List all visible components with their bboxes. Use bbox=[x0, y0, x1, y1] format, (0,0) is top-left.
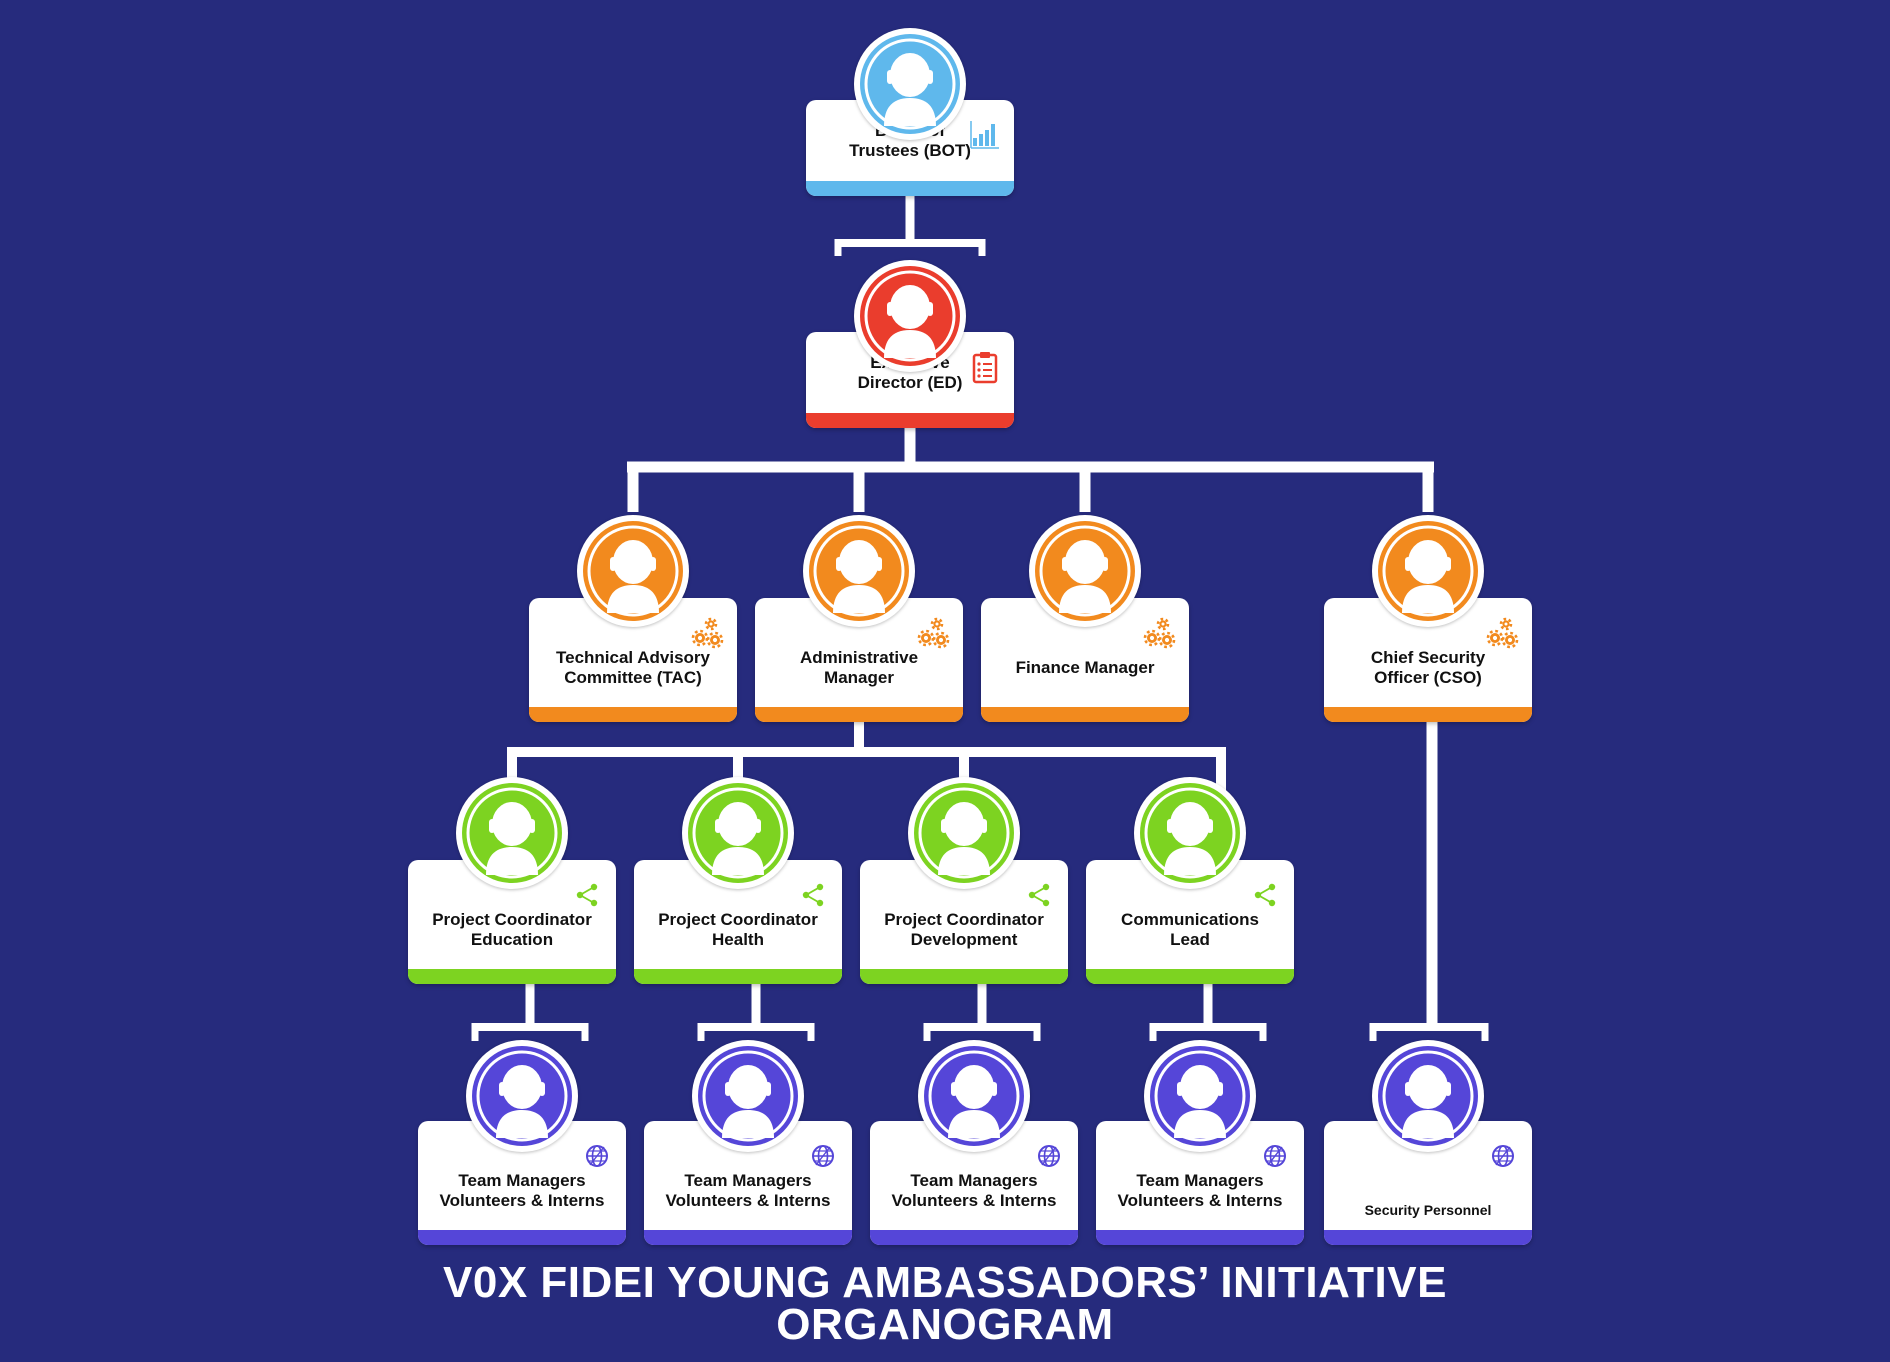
node-label: Team Managers Volunteers & Interns bbox=[665, 1170, 831, 1210]
node-label: Finance Manager bbox=[1015, 657, 1155, 677]
title-line-2: ORGANOGRAM bbox=[776, 1300, 1114, 1349]
node-color-bar bbox=[1324, 707, 1532, 722]
bar-chart-icon bbox=[968, 118, 1002, 152]
person-avatar-icon bbox=[577, 515, 689, 627]
node-card: Administrative Manager bbox=[755, 598, 963, 722]
person-avatar-icon bbox=[1134, 777, 1246, 889]
globe-icon bbox=[580, 1139, 614, 1173]
node-label: Team Managers Volunteers & Interns bbox=[1117, 1170, 1283, 1210]
organogram-title: V0X FIDEI YOUNG AMBASSADORS’ INITIATIVE … bbox=[0, 1258, 1890, 1349]
node-label: Chief Security Officer (CSO) bbox=[1370, 647, 1486, 687]
gears-icon bbox=[917, 616, 951, 650]
node-label: Team Managers Volunteers & Interns bbox=[439, 1170, 605, 1210]
gears-icon bbox=[691, 616, 725, 650]
globe-icon bbox=[1486, 1139, 1520, 1173]
person-avatar-icon bbox=[854, 260, 966, 372]
share-icon bbox=[1022, 878, 1056, 912]
node-label: Administrative Manager bbox=[799, 647, 919, 687]
node-color-bar bbox=[860, 969, 1068, 984]
node-label: Technical Advisory Committee (TAC) bbox=[556, 647, 710, 687]
node-label: Project Coordinator Education bbox=[432, 909, 592, 949]
person-avatar-icon bbox=[1029, 515, 1141, 627]
person-avatar-icon bbox=[682, 777, 794, 889]
globe-icon bbox=[1258, 1139, 1292, 1173]
person-avatar-icon bbox=[1372, 1040, 1484, 1152]
person-avatar-icon bbox=[466, 1040, 578, 1152]
node-color-bar bbox=[644, 1230, 852, 1245]
share-icon bbox=[570, 878, 604, 912]
globe-icon bbox=[1032, 1139, 1066, 1173]
node-card: Project Coordinator Education bbox=[408, 860, 616, 984]
node-label: Project Coordinator Development bbox=[884, 909, 1044, 949]
node-color-bar bbox=[408, 969, 616, 984]
node-color-bar bbox=[529, 707, 737, 722]
globe-icon bbox=[806, 1139, 840, 1173]
person-avatar-icon bbox=[692, 1040, 804, 1152]
node-color-bar bbox=[1086, 969, 1294, 984]
node-color-bar bbox=[634, 969, 842, 984]
node-color-bar bbox=[981, 707, 1189, 722]
node-color-bar bbox=[755, 707, 963, 722]
node-color-bar bbox=[806, 181, 1014, 196]
title-line-1: V0X FIDEI YOUNG AMBASSADORS’ INITIATIVE bbox=[443, 1258, 1447, 1307]
person-avatar-icon bbox=[456, 777, 568, 889]
node-card: Project Coordinator Health bbox=[634, 860, 842, 984]
person-avatar-icon bbox=[1144, 1040, 1256, 1152]
person-avatar-icon bbox=[803, 515, 915, 627]
share-icon bbox=[1248, 878, 1282, 912]
person-avatar-icon bbox=[1372, 515, 1484, 627]
node-label: Security Personnel bbox=[1364, 1202, 1492, 1218]
person-avatar-icon bbox=[854, 28, 966, 140]
clipboard-icon bbox=[968, 350, 1002, 384]
node-color-bar bbox=[870, 1230, 1078, 1245]
node-label: Communications Lead bbox=[1121, 909, 1259, 949]
person-avatar-icon bbox=[918, 1040, 1030, 1152]
node-label: Team Managers Volunteers & Interns bbox=[891, 1170, 1057, 1210]
node-color-bar bbox=[806, 413, 1014, 428]
person-avatar-icon bbox=[908, 777, 1020, 889]
node-color-bar bbox=[418, 1230, 626, 1245]
share-icon bbox=[796, 878, 830, 912]
gears-icon bbox=[1486, 616, 1520, 650]
node-color-bar bbox=[1096, 1230, 1304, 1245]
gears-icon bbox=[1143, 616, 1177, 650]
node-card: Team Managers Volunteers & Interns bbox=[418, 1121, 626, 1245]
node-color-bar bbox=[1324, 1230, 1532, 1245]
node-label: Project Coordinator Health bbox=[658, 909, 818, 949]
